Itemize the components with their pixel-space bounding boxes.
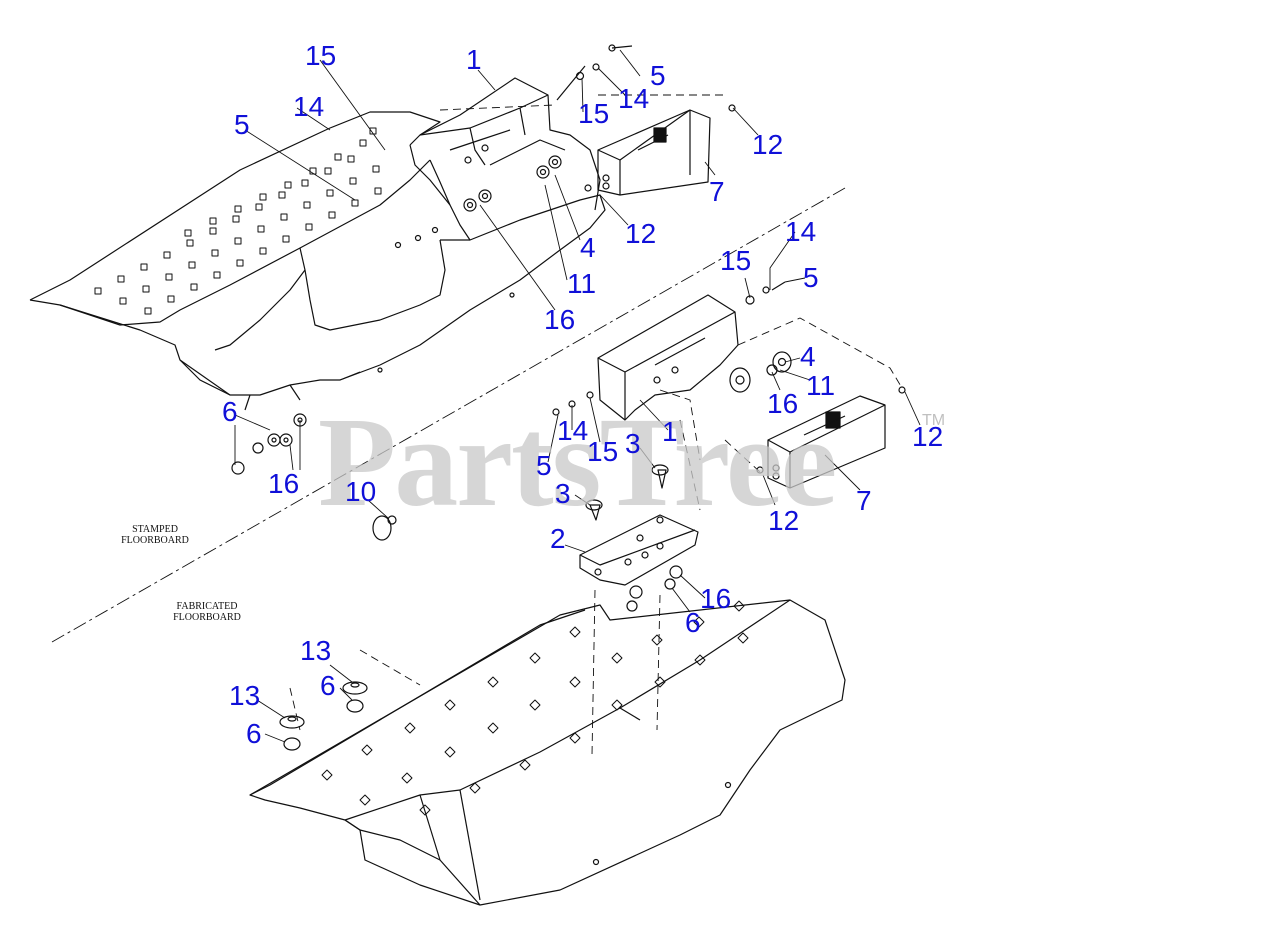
section-label-line: FLOORBOARD xyxy=(121,535,189,546)
fabricated-floorboard xyxy=(250,600,845,905)
callout: 12 xyxy=(768,505,800,536)
callout: 11 xyxy=(806,370,836,401)
callout: 14 xyxy=(293,91,325,122)
callout: 15 xyxy=(305,40,337,71)
callout: 13 xyxy=(229,680,261,711)
callout: 3 xyxy=(555,478,571,509)
callout: 16 xyxy=(700,583,732,614)
stamped-floorboard-holes xyxy=(95,128,381,314)
trademark-symbol: TM xyxy=(922,412,946,429)
upper-bracket xyxy=(410,78,600,211)
watermark: PartsTree xyxy=(318,391,837,533)
callout: 15 xyxy=(578,98,610,129)
callout: 1 xyxy=(662,416,678,447)
callout: 13 xyxy=(300,635,332,666)
fabricated-floorboard-holes xyxy=(322,601,748,815)
callout: 16 xyxy=(767,388,799,419)
callout: 16 xyxy=(268,468,300,499)
callout: 7 xyxy=(856,485,872,516)
callout: 2 xyxy=(550,523,566,554)
callout: 11 xyxy=(567,268,597,299)
section-label-line: STAMPED xyxy=(132,524,178,535)
callout: 5 xyxy=(803,262,819,293)
callout: 5 xyxy=(234,109,250,140)
callout: 3 xyxy=(625,428,641,459)
lower-hardware xyxy=(280,682,367,750)
lower-box xyxy=(757,387,905,488)
lower-bracket xyxy=(553,282,791,420)
callout: 7 xyxy=(709,176,725,207)
callout: 6 xyxy=(222,396,238,427)
lower-plate-part-2 xyxy=(580,465,698,611)
callout: 5 xyxy=(536,450,552,481)
leader-lines-lower xyxy=(257,232,920,742)
section-label-line: FABRICATED xyxy=(176,601,238,612)
callout: 14 xyxy=(785,216,817,247)
callout: 12 xyxy=(625,218,657,249)
callout: 14 xyxy=(618,83,650,114)
leader-lines-upper xyxy=(235,50,758,470)
upper-hardware xyxy=(232,45,632,474)
section-label-line: FLOORBOARD xyxy=(173,612,241,623)
callout: 12 xyxy=(912,421,944,452)
divider-line xyxy=(52,188,845,642)
callout: 4 xyxy=(580,232,596,263)
callout: 10 xyxy=(345,476,377,507)
callout: 4 xyxy=(800,341,816,372)
callout: 6 xyxy=(246,718,262,749)
stamped-floorboard-label: STAMPED FLOORBOARD xyxy=(100,524,210,546)
callout: 14 xyxy=(557,415,589,446)
callout: 15 xyxy=(587,436,619,467)
callout: 6 xyxy=(320,670,336,701)
callout: 12 xyxy=(752,129,784,160)
stamped-floorboard xyxy=(30,112,605,410)
callout: 1 xyxy=(466,44,482,75)
assembly-lines xyxy=(290,95,902,755)
clip-part-10 xyxy=(368,500,396,540)
callout: 15 xyxy=(720,245,752,276)
fabricated-floorboard-label: FABRICATED FLOORBOARD xyxy=(152,601,262,623)
callout: 6 xyxy=(685,607,701,638)
callout: 5 xyxy=(650,60,666,91)
upper-box xyxy=(585,105,735,195)
callout: 16 xyxy=(544,304,576,335)
